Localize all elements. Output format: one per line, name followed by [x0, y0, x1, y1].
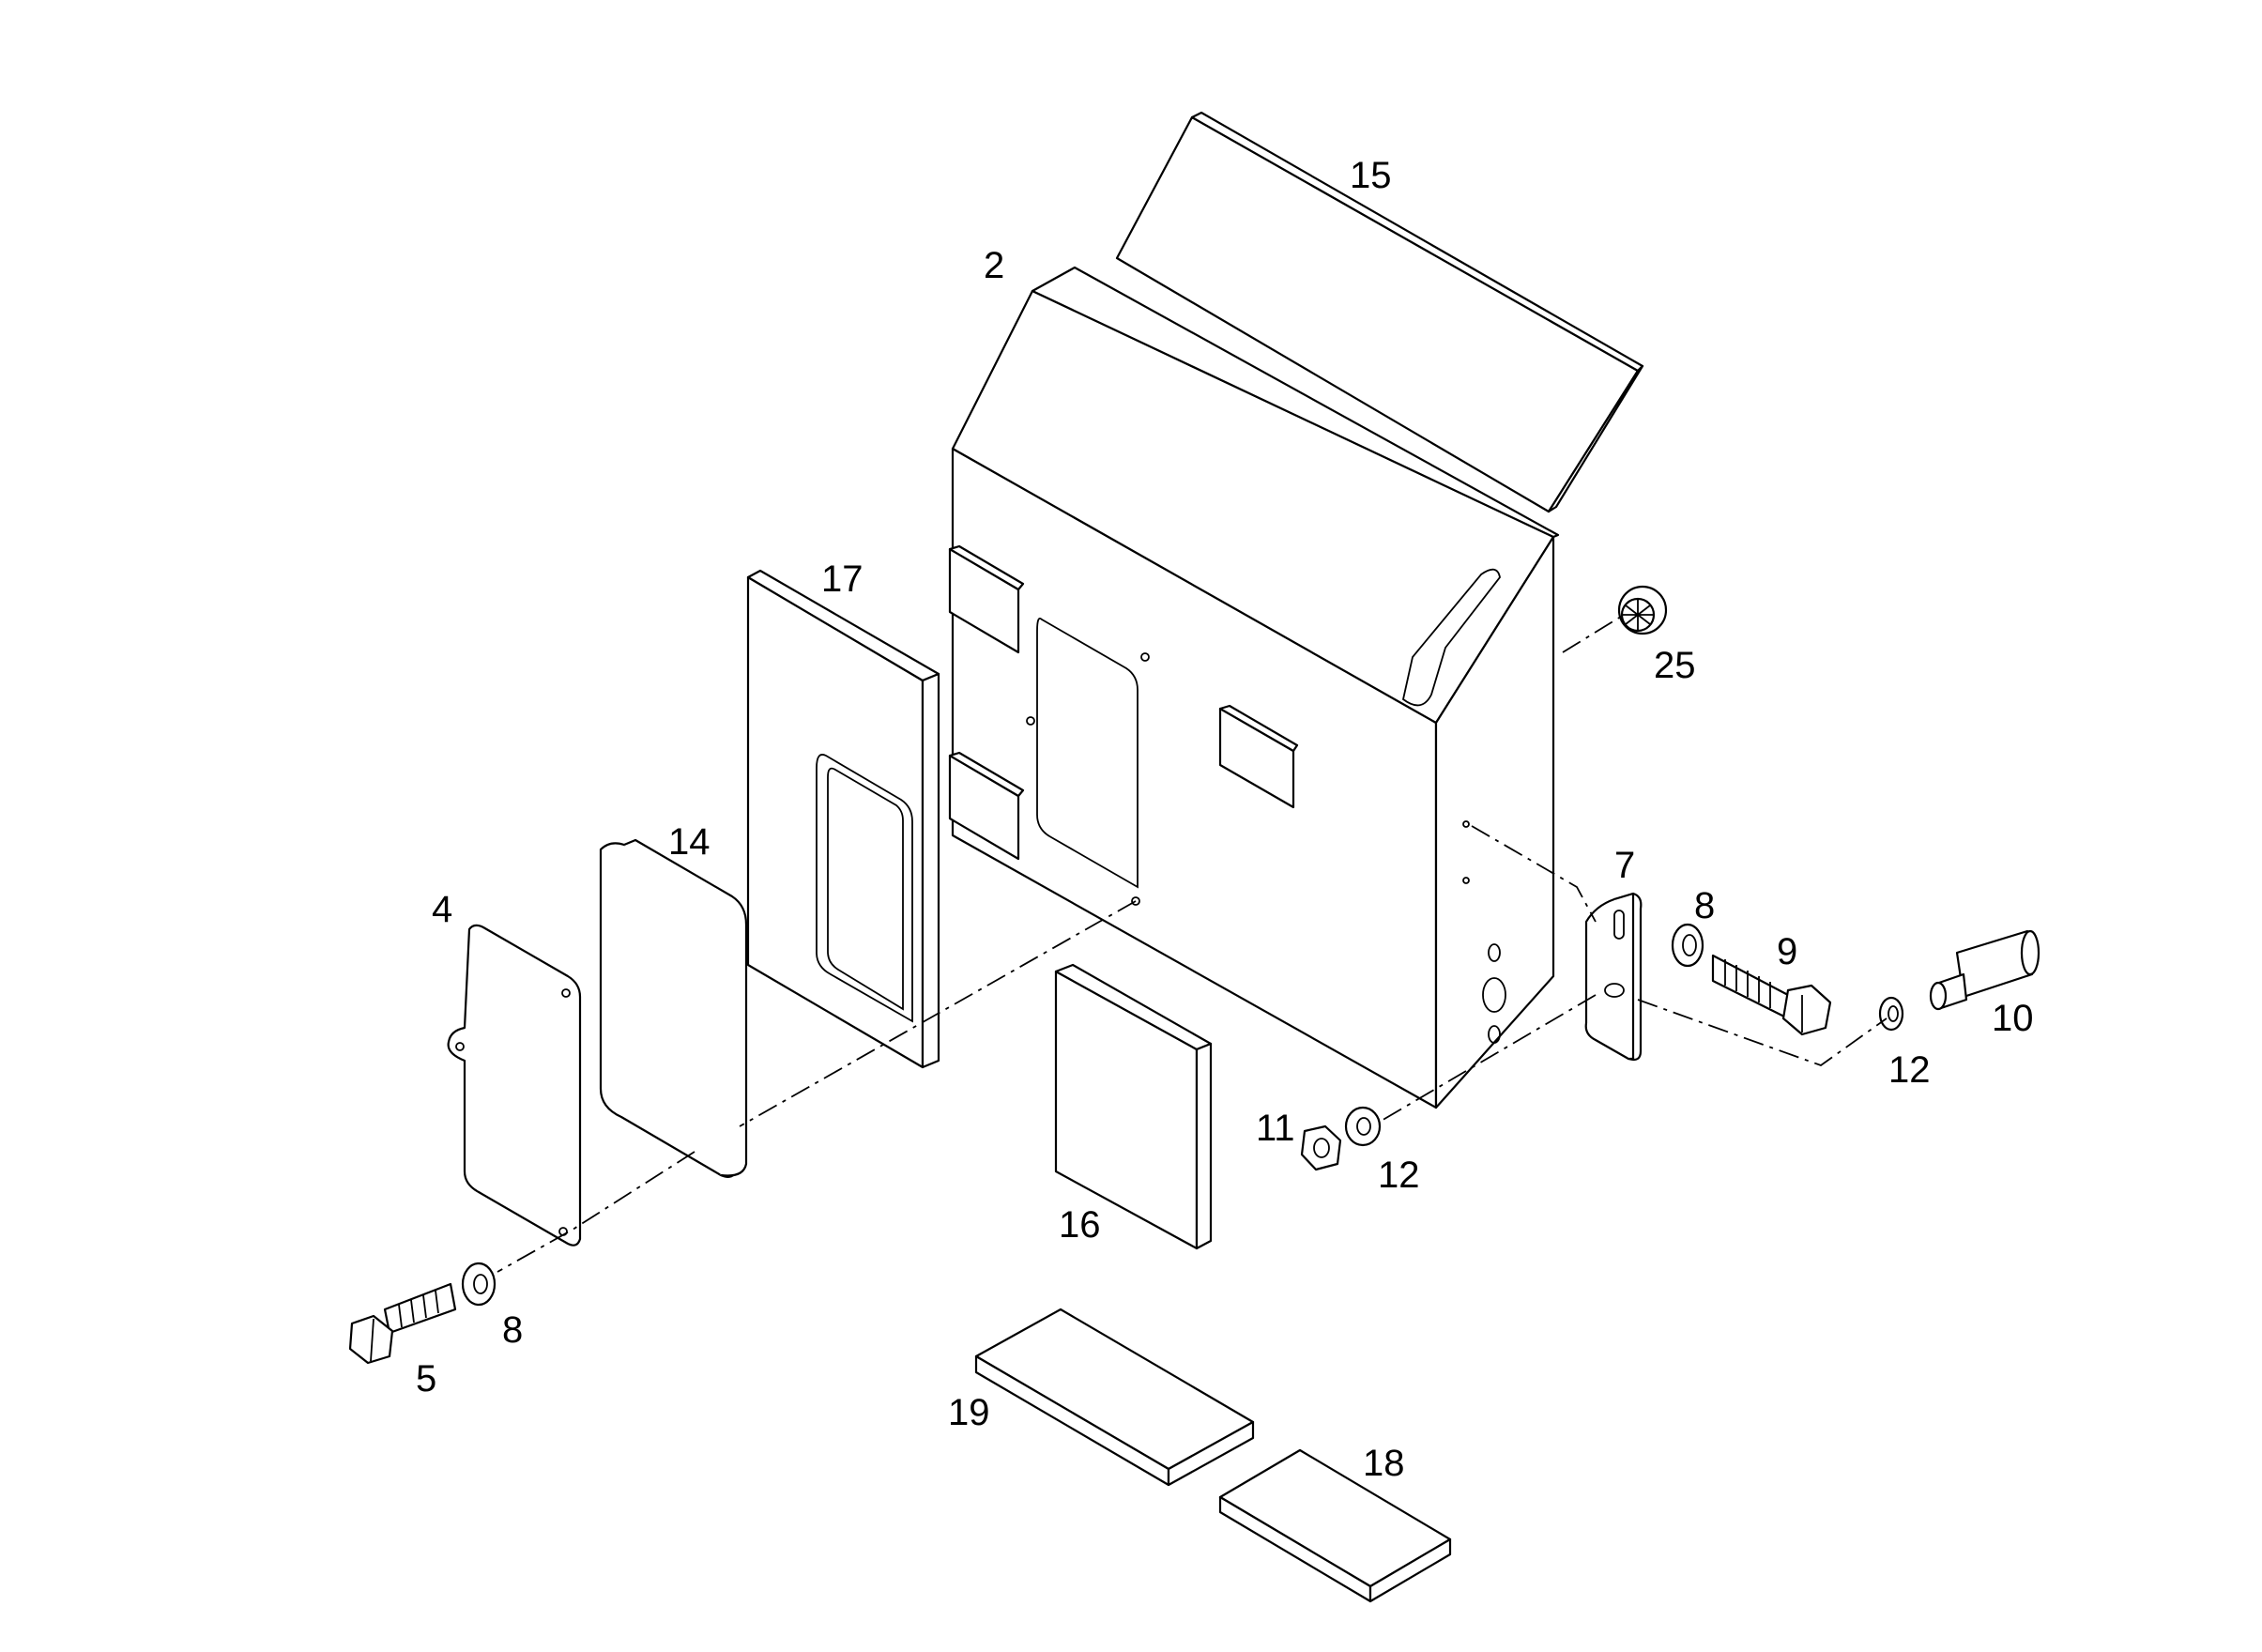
part-4-cover-plate [447, 924, 582, 1247]
assembly-lines [497, 614, 1888, 1273]
part-8-washer-lower [461, 1262, 497, 1307]
callout-2: 2 [984, 245, 1004, 286]
callout-15: 15 [1350, 155, 1392, 196]
part-15-top-panel [1115, 111, 1644, 513]
part-12-washer-left [1344, 1106, 1382, 1147]
part-8-washer-upper [1671, 923, 1704, 968]
callout-4: 4 [432, 889, 452, 930]
callout-25: 25 [1654, 645, 1696, 686]
part-2-housing [948, 266, 1560, 1109]
part-19-pad [974, 1308, 1255, 1487]
callout-8-lower: 8 [502, 1309, 523, 1351]
part-12-washer-right [1878, 996, 1904, 1032]
callout-12-right: 12 [1888, 1049, 1931, 1091]
callout-11: 11 [1256, 1108, 1295, 1149]
callout-5: 5 [416, 1358, 436, 1400]
part-25-plug [1617, 585, 1668, 635]
part-17-frame [746, 569, 940, 1069]
callout-9: 9 [1777, 931, 1797, 972]
callout-19: 19 [948, 1392, 990, 1433]
callout-16: 16 [1059, 1204, 1101, 1246]
callout-7: 7 [1614, 845, 1635, 886]
part-10-pin [1929, 929, 2040, 1011]
callout-10: 10 [1992, 998, 2034, 1039]
part-7-bracket [1584, 892, 1643, 1062]
callout-14: 14 [668, 821, 711, 863]
callout-12-left: 12 [1378, 1155, 1420, 1196]
callout-8-upper: 8 [1694, 885, 1715, 926]
part-5-bolt [348, 1282, 457, 1365]
part-14-seal-pad [599, 838, 748, 1178]
callout-17: 17 [821, 558, 864, 600]
part-9-bolt [1711, 954, 1832, 1036]
part-18-pad [1218, 1448, 1452, 1603]
callout-labels: 15 2 17 25 14 4 7 8 9 10 12 11 12 16 8 5… [416, 155, 2034, 1484]
callout-18: 18 [1363, 1443, 1405, 1484]
part-11-nut [1300, 1124, 1342, 1171]
part-16-foam-block [1054, 963, 1213, 1250]
